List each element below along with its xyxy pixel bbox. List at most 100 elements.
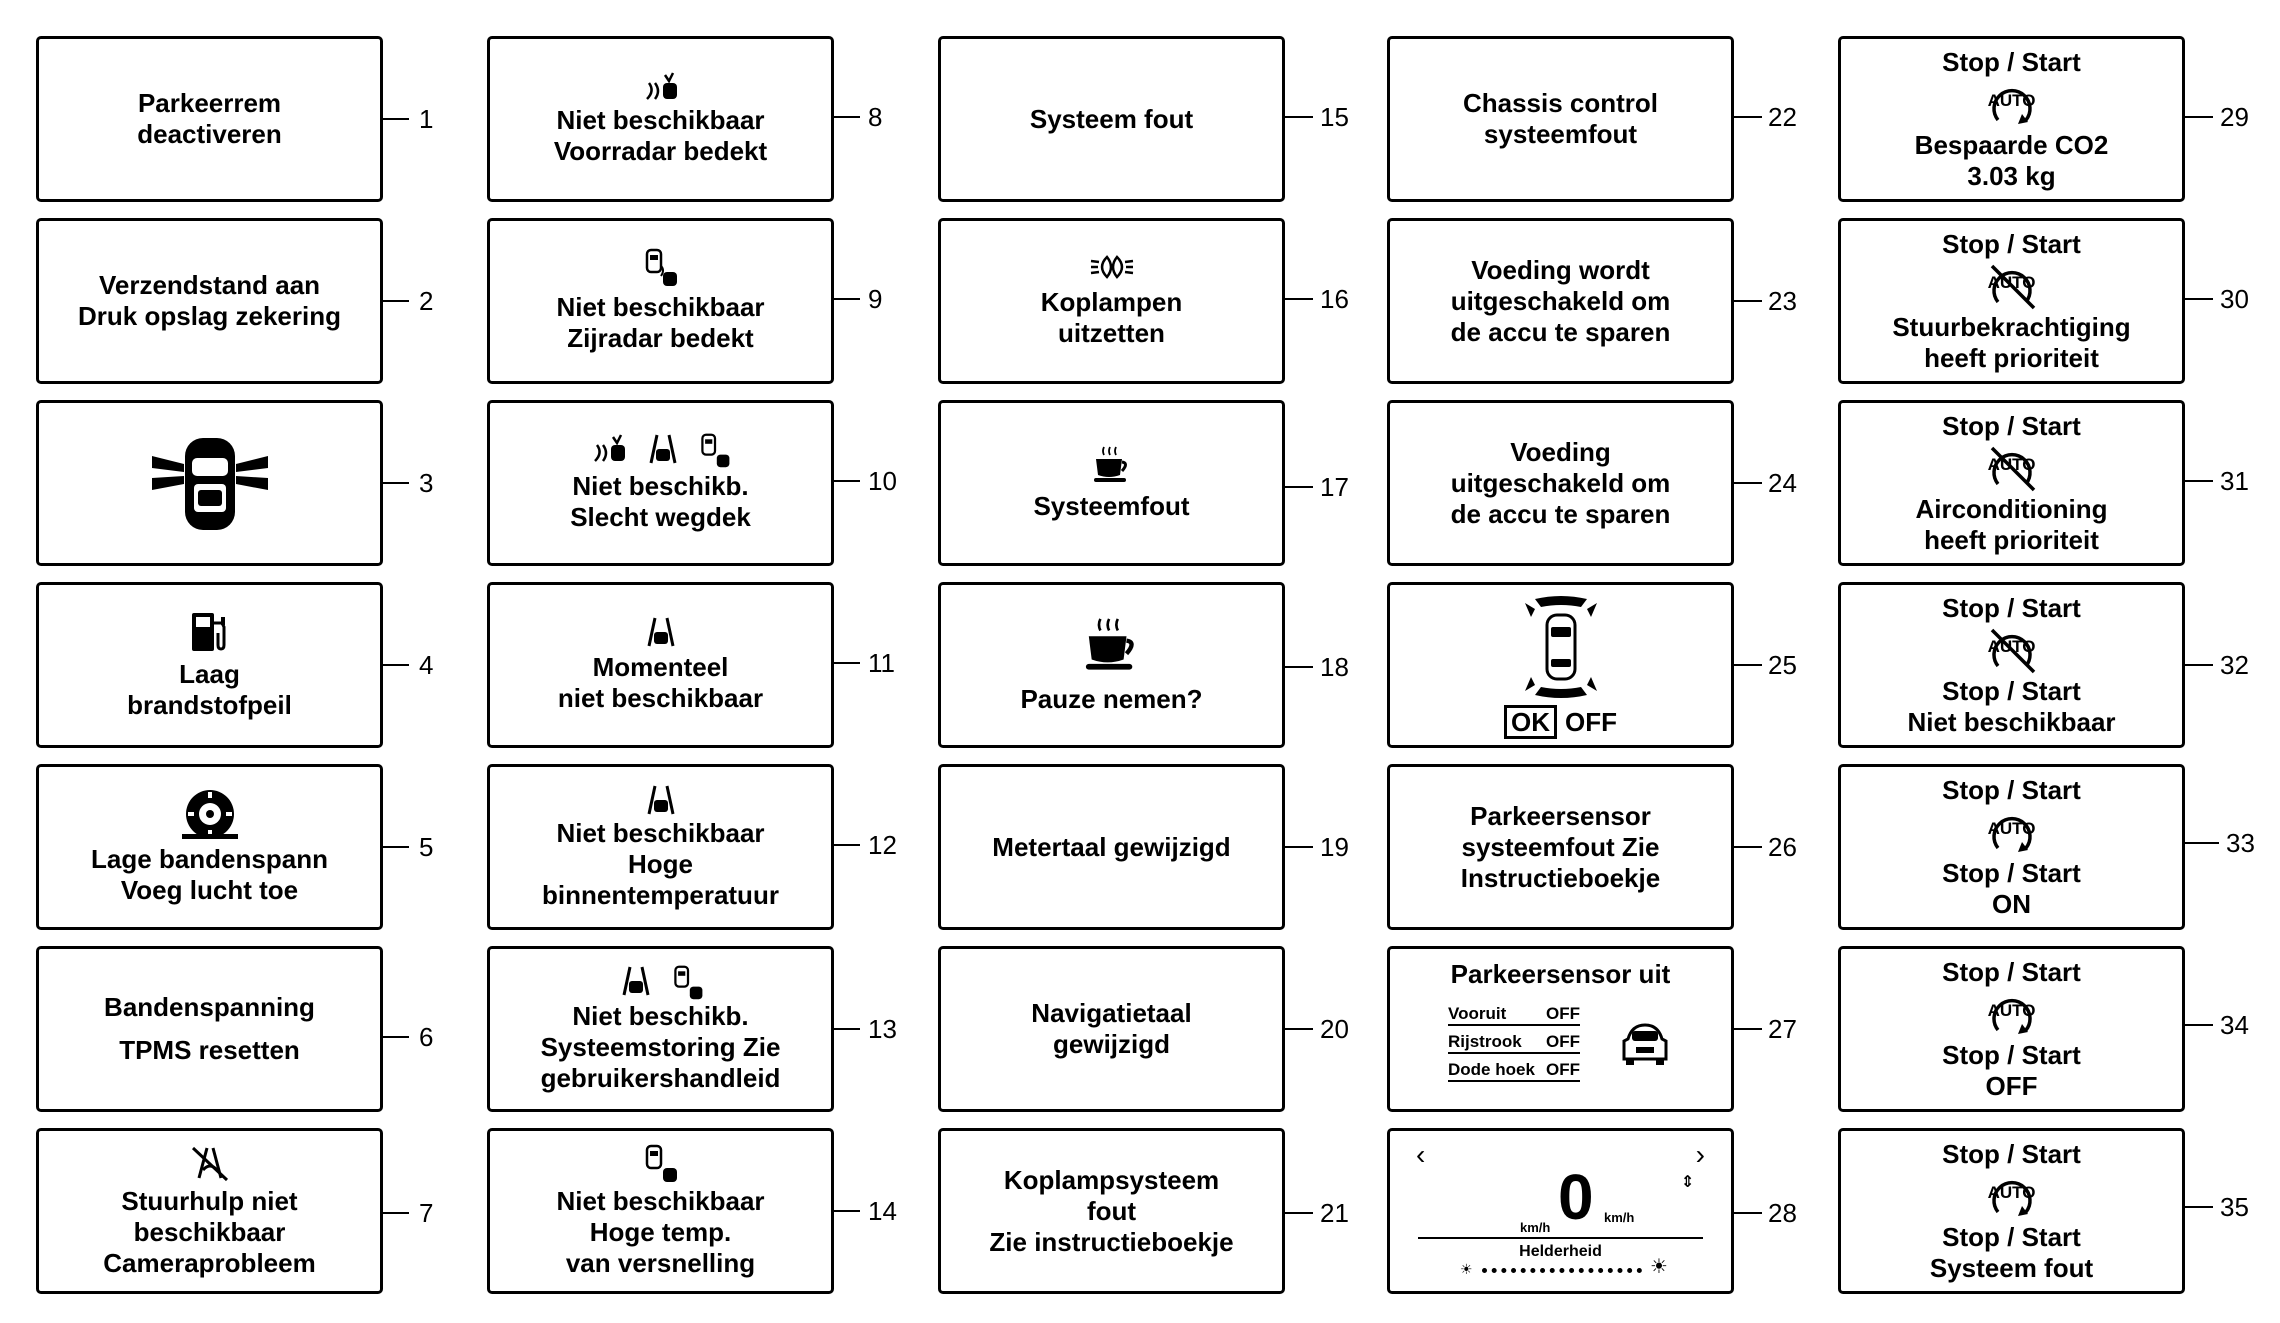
panel-text: Koplampsysteem [1003,1164,1220,1195]
panel-text: van versnelling [565,1247,756,1278]
panel-text: Zijradar bedekt [567,323,754,353]
callout-number: 30 [2220,284,2249,314]
callout-number: 8 [868,102,883,132]
panel-text: Systeem fout [1929,1252,2094,1283]
leader-line [383,846,409,848]
panel-text: Niet beschikbaar [556,817,765,848]
leader-line [2185,1206,2213,1208]
callout-number: 34 [2220,1010,2249,1040]
leader-line [383,300,409,302]
callout-number: 11 [868,648,895,678]
auto-stop-start-icon: AUTO [1982,990,2042,1038]
callout-number: 1 [419,104,434,134]
leader-line [1285,666,1313,668]
lane-assist-icon [647,785,674,814]
leader-line [1285,1212,1313,1214]
message-panel-12: Niet beschikbaar Hoge binnentemperatuur [487,764,834,930]
callout-number: 21 [1320,1198,1349,1228]
leader-line [1734,116,1762,118]
side-radar-icon [673,965,702,999]
sun-small-icon: ☀ [1460,1261,1473,1277]
message-panel-34: Stop / Start AUTO Stop / Start OFF [1838,946,2185,1112]
leader-line [383,1036,409,1038]
leader-line [1285,298,1313,300]
lane-assist-icon [647,617,674,647]
front-radar-icon [593,434,625,462]
lane-assist-icon [649,434,676,464]
auto-stop-start-icon: AUTO [1982,1172,2042,1220]
callout-number: 31 [2220,466,2249,496]
callout-number: 35 [2220,1192,2249,1222]
message-panel-17: Systeemfout [938,400,1285,566]
callout-number: 26 [1768,832,1797,862]
panel-text: uitgeschakeld om [1450,467,1671,498]
up-down-icon[interactable]: ⇕ [1681,1174,1695,1191]
leader-line [1734,1028,1762,1030]
driver-assist-icons [589,433,733,469]
panel-title: Stop / Start [1942,1138,2081,1169]
callout-number: 28 [1768,1198,1797,1228]
callout-number: 25 [1768,650,1797,680]
callout-number: 20 [1320,1014,1349,1044]
leader-line [834,480,860,482]
panel-text: heeft prioriteit [1924,342,2099,373]
callout-number: 12 [868,830,897,860]
callout-number: 15 [1320,102,1349,132]
panel-text: uitgeschakeld om [1450,285,1671,316]
panel-text: Systeemstoring Zie [540,1031,781,1062]
callout-number: 9 [868,284,883,314]
chevron-left-icon[interactable]: ‹ [1416,1139,1426,1170]
leader-line [834,1210,860,1212]
brightness-slider[interactable] [1482,1268,1642,1273]
callout-number: 5 [419,832,434,862]
panel-text: beschikbaar [133,1216,286,1247]
leader-line [2185,1024,2213,1026]
panel-text: Voeding [1510,436,1611,467]
unit-label-right: km/h [1604,1210,1635,1225]
auto-stop-start-icon: AUTO [1982,808,2042,856]
side-radar-icon [700,433,729,468]
panel-text: binnentemperatuur [542,879,779,910]
panel-text: Stop / Start [1942,1221,2081,1252]
panel-text: Navigatietaal [1031,998,1192,1028]
side-radar-icon [645,248,677,286]
message-panel-24: Voeding uitgeschakeld om de accu te spar… [1387,400,1734,566]
leader-line [1734,1212,1762,1214]
message-panel-23: Voeding wordt uitgeschakeld om de accu t… [1387,218,1734,384]
panel-text: Koplampen [1040,287,1183,317]
leader-line [1734,300,1762,302]
message-panel-35: Stop / Start AUTO Stop / Start Systeem f… [1838,1128,2185,1294]
chevron-right-icon[interactable]: › [1695,1139,1705,1170]
auto-stop-start-off-icon: AUTO [1982,444,2042,492]
callout-number: 13 [868,1014,897,1044]
panel-text: niet beschikbaar [557,683,764,713]
message-panel-19: Metertaal gewijzigd [938,764,1285,930]
divider [1418,1237,1703,1239]
brightness-label: Helderheid [1519,1243,1602,1260]
panel-text: Zie instructieboekje [989,1226,1234,1257]
callout-number: 3 [419,468,434,498]
sun-large-icon: ☀ [1650,1256,1668,1278]
panel-text: Metertaal gewijzigd [992,831,1231,862]
leader-line [834,116,860,118]
panel-text: Hoge [628,848,693,879]
panel-text: Bandenspanning [104,992,315,1022]
lane-and-side-radar-icons [616,965,706,1001]
callout-number: 24 [1768,468,1797,498]
panel-text: Stop / Start [1942,675,2081,706]
lane-assist-icon [622,966,649,995]
coffee-cup-icon [1085,617,1134,670]
message-panel-15: Systeem fout [938,36,1285,202]
panel-text: fout [1086,1195,1137,1226]
message-panel-3 [36,400,383,566]
panel-text: Niet beschikbaar [556,292,765,322]
callout-number: 19 [1320,832,1349,862]
panel-title: Stop / Start [1942,956,2081,987]
message-panel-13: Niet beschikb. Systeemstoring Zie gebrui… [487,946,834,1112]
panel-text: Cameraprobleem [103,1247,316,1278]
leader-line [2185,116,2213,118]
auto-stop-start-off-icon: AUTO [1982,262,2042,310]
